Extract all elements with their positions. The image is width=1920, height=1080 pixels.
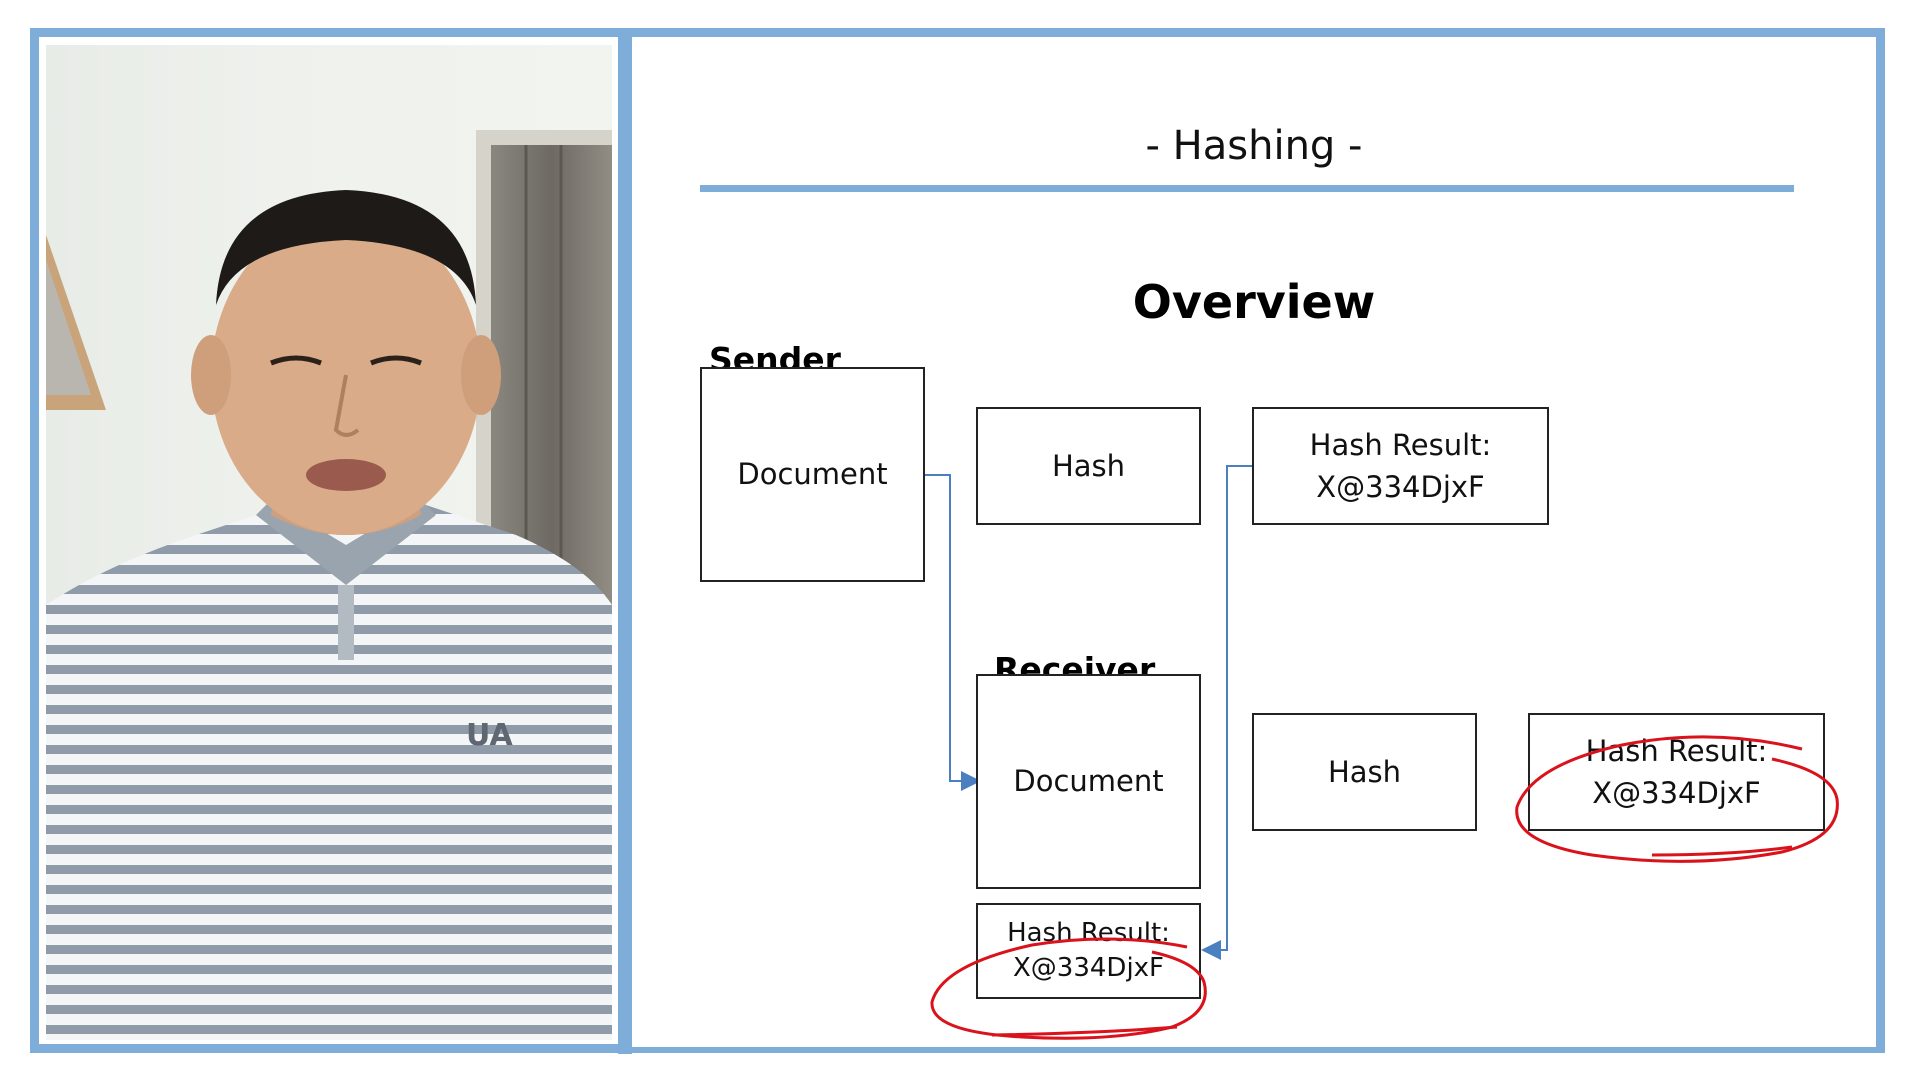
sender-hash-result-label: Hash Result: (1309, 427, 1492, 462)
slide-title: - Hashing - (1145, 123, 1363, 169)
overview-heading: Overview (1132, 275, 1376, 329)
connector-sender-result-to-attached-hash (1201, 465, 1252, 960)
presenter-video-feed: UA (46, 45, 612, 1040)
sender-hash-result-value: X@334DjxF (1316, 470, 1485, 504)
receiver-document-box: Document (976, 674, 1201, 889)
attached-hash-result-label: Hash Result: (1007, 917, 1170, 948)
svg-text:UA: UA (466, 718, 513, 753)
outer-frame (30, 28, 1885, 1053)
webcam-divider (618, 36, 632, 1054)
receiver-document-label: Document (1013, 764, 1164, 799)
attached-hash-result-box: Hash Result: X@334DjxF (976, 903, 1201, 999)
receiver-hash-box: Hash (1252, 713, 1477, 831)
presenter-illustration: UA (46, 130, 612, 1040)
sender-document-box: Document (700, 367, 925, 582)
sender-hash-result-box: Hash Result: X@334DjxF (1252, 407, 1549, 525)
sender-hash-box: Hash (976, 407, 1201, 525)
receiver-hash-result-value: X@334DjxF (1592, 776, 1761, 810)
underline-annotation-attached-result (991, 1025, 1178, 1037)
connector-sender-doc-to-receiver-doc (924, 474, 981, 791)
sender-hash-label: Hash (1051, 448, 1126, 483)
attached-hash-result-value: X@334DjxF (1012, 953, 1165, 983)
slide: - Hashing - Overview Sender Receiver Doc… (632, 37, 1876, 1047)
title-rule (700, 185, 1794, 192)
receiver-hash-result-label: Hash Result: (1585, 733, 1768, 768)
sender-document-label: Document (737, 457, 888, 492)
underline-annotation-receiver-result (1651, 845, 1793, 857)
receiver-hash-label: Hash (1327, 754, 1402, 789)
receiver-hash-result-box: Hash Result: X@334DjxF (1528, 713, 1825, 831)
